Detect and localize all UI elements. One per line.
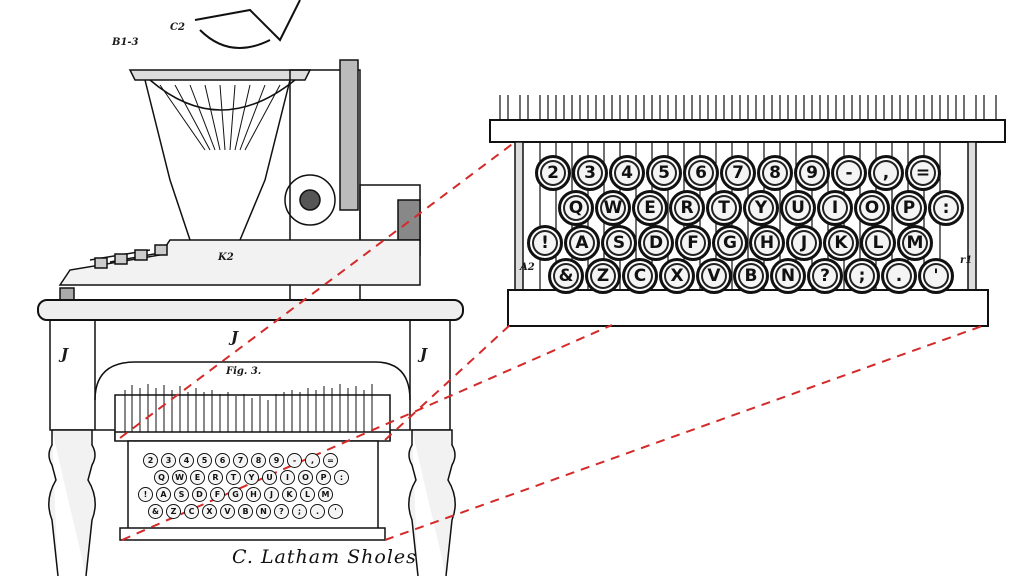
key: O <box>854 190 890 226</box>
table-label-right: J <box>420 345 428 363</box>
key: I <box>817 190 853 226</box>
key: M <box>897 225 933 261</box>
key: T <box>706 190 742 226</box>
key: P <box>316 470 331 485</box>
key: H <box>749 225 785 261</box>
key: - <box>831 155 867 191</box>
key: 7 <box>233 453 248 468</box>
key: X <box>659 258 695 294</box>
key: B <box>238 504 253 519</box>
key: ? <box>274 504 289 519</box>
key: W <box>595 190 631 226</box>
key: W <box>172 470 187 485</box>
key: . <box>881 258 917 294</box>
key: T <box>226 470 241 485</box>
key: A <box>564 225 600 261</box>
key: V <box>696 258 732 294</box>
key: Z <box>585 258 621 294</box>
key: J <box>786 225 822 261</box>
key: Z <box>166 504 181 519</box>
key: ' <box>918 258 954 294</box>
key: ! <box>138 487 153 502</box>
key: 7 <box>720 155 756 191</box>
key: Y <box>244 470 259 485</box>
key: K <box>282 487 297 502</box>
key: O <box>298 470 313 485</box>
annotation-label: B1-3 <box>112 37 139 48</box>
key: G <box>712 225 748 261</box>
key: L <box>860 225 896 261</box>
key: 6 <box>215 453 230 468</box>
key: 8 <box>757 155 793 191</box>
key: R <box>208 470 223 485</box>
key: ? <box>807 258 843 294</box>
key: 9 <box>269 453 284 468</box>
key: & <box>548 258 584 294</box>
key: 9 <box>794 155 830 191</box>
key: D <box>192 487 207 502</box>
key: A <box>156 487 171 502</box>
key: N <box>770 258 806 294</box>
key: ' <box>328 504 343 519</box>
key: : <box>928 190 964 226</box>
key: 5 <box>646 155 682 191</box>
annotation-label: C2 <box>170 22 185 33</box>
inventor-signature: C. Latham Sholes <box>232 546 417 568</box>
key: E <box>632 190 668 226</box>
annotation-label: A2 <box>520 262 535 273</box>
key: 3 <box>572 155 608 191</box>
table-label-left: J <box>61 345 69 363</box>
key: ; <box>292 504 307 519</box>
key: L <box>300 487 315 502</box>
key: Q <box>154 470 169 485</box>
key: E <box>190 470 205 485</box>
key: ; <box>844 258 880 294</box>
key: R <box>669 190 705 226</box>
key: , <box>305 453 320 468</box>
key: U <box>780 190 816 226</box>
key: C <box>622 258 658 294</box>
key: F <box>210 487 225 502</box>
key: B <box>733 258 769 294</box>
key: 8 <box>251 453 266 468</box>
key: S <box>601 225 637 261</box>
key: = <box>905 155 941 191</box>
key: X <box>202 504 217 519</box>
key: F <box>675 225 711 261</box>
key: G <box>228 487 243 502</box>
key: 2 <box>143 453 158 468</box>
key: 5 <box>197 453 212 468</box>
key: J <box>264 487 279 502</box>
key: - <box>287 453 302 468</box>
key: M <box>318 487 333 502</box>
figure-caption: Fig. 3. <box>226 366 262 377</box>
key: 2 <box>535 155 571 191</box>
key: Y <box>743 190 779 226</box>
table-label-center: J <box>231 328 239 346</box>
key: P <box>891 190 927 226</box>
key: , <box>868 155 904 191</box>
key: U <box>262 470 277 485</box>
key: H <box>246 487 261 502</box>
key: & <box>148 504 163 519</box>
key: V <box>220 504 235 519</box>
key: 3 <box>161 453 176 468</box>
key: K <box>823 225 859 261</box>
key: 4 <box>179 453 194 468</box>
key: = <box>323 453 338 468</box>
annotation-label: K2 <box>218 252 234 263</box>
key: Q <box>558 190 594 226</box>
key: D <box>638 225 674 261</box>
key: : <box>334 470 349 485</box>
key: C <box>184 504 199 519</box>
key: I <box>280 470 295 485</box>
key: ! <box>527 225 563 261</box>
annotation-label: r1 <box>960 255 973 266</box>
key: . <box>310 504 325 519</box>
key: N <box>256 504 271 519</box>
key: 6 <box>683 155 719 191</box>
key: 4 <box>609 155 645 191</box>
key: S <box>174 487 189 502</box>
